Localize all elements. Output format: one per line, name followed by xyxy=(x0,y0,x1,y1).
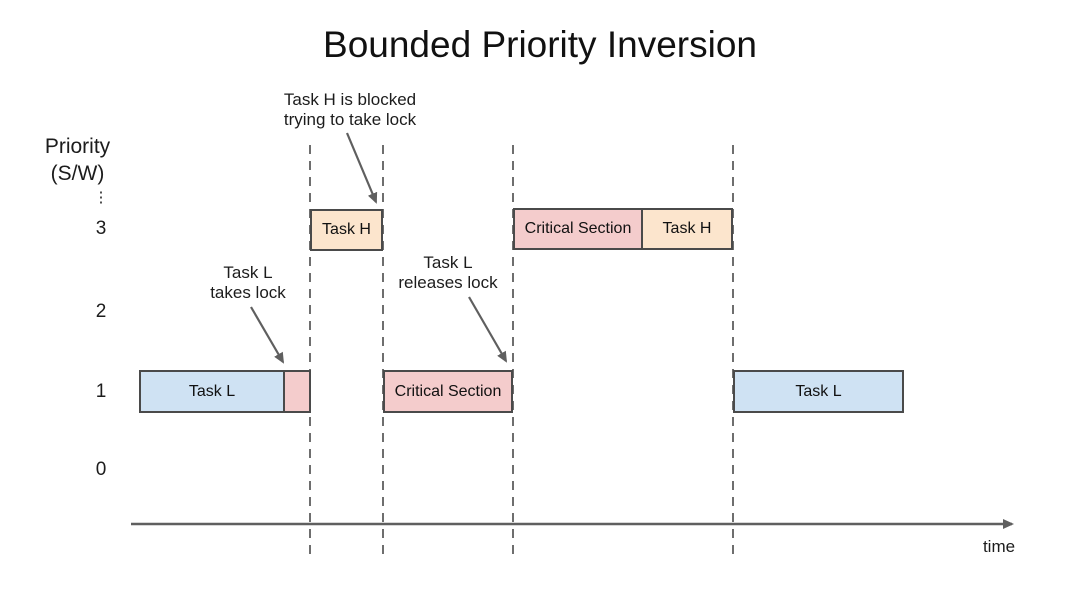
annotation-task-l-releases-lock-line2: releases lock xyxy=(398,273,498,292)
arrow-task-l-takes-lock xyxy=(250,306,285,364)
arrow-task-l-releases-lock xyxy=(468,296,508,363)
task-h-bar-1: Task H xyxy=(310,209,383,251)
task-l-bar-1: Task L xyxy=(139,370,285,413)
diagram-title: Bounded Priority Inversion xyxy=(323,24,757,65)
task-h-bar-2: Task H xyxy=(641,208,733,250)
y-axis-label-line1: Priority xyxy=(44,135,111,158)
annotation-task-l-releases-lock: Task L releases lock xyxy=(387,253,509,293)
y-axis-label: Priority (S/W) xyxy=(25,133,130,187)
priority-tick-1: 1 xyxy=(95,381,107,402)
task-l-bar-2: Task L xyxy=(733,370,904,413)
annotation-task-l-takes-lock-line1: Task L xyxy=(223,263,273,282)
annotation-task-h-blocked: Task H is blocked trying to take lock xyxy=(255,90,445,130)
time-axis-label: time xyxy=(982,537,1016,556)
arrow-task-h-blocked xyxy=(345,132,378,204)
critical-section-bar-priority1: Critical Section xyxy=(383,370,513,413)
critical-section-bar-priority3: Critical Section xyxy=(513,208,643,250)
annotation-task-h-blocked-line1: Task H is blocked xyxy=(283,90,417,109)
annotation-task-h-blocked-line2: trying to take lock xyxy=(283,110,417,129)
y-axis-ellipsis: ⋮ xyxy=(93,189,109,206)
y-axis-label-line2: (S/W) xyxy=(50,162,105,185)
priority-tick-0: 0 xyxy=(95,459,107,480)
annotation-task-l-takes-lock: Task L takes lock xyxy=(188,263,308,303)
lock-held-segment xyxy=(283,370,311,413)
annotation-task-l-takes-lock-line2: takes lock xyxy=(210,283,286,302)
annotation-task-l-releases-lock-line1: Task L xyxy=(423,253,473,272)
priority-tick-2: 2 xyxy=(95,301,107,322)
priority-tick-3: 3 xyxy=(95,218,107,239)
